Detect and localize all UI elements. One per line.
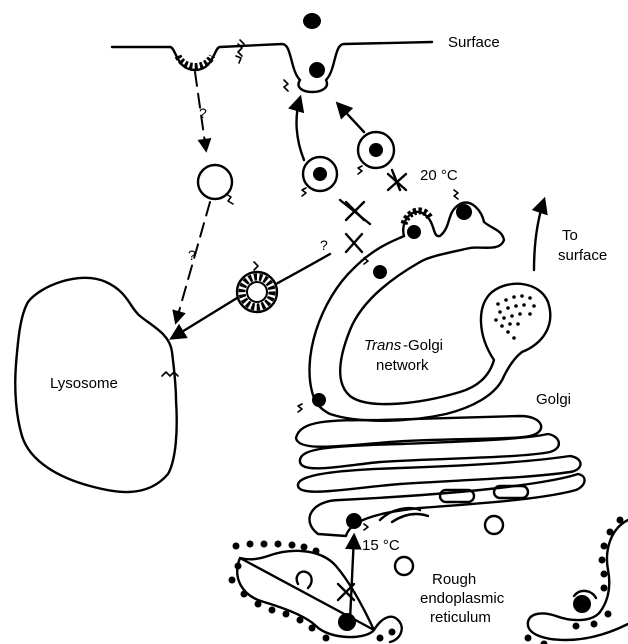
arrow-vesicle-right-up — [338, 104, 364, 132]
x-mark-left — [346, 202, 364, 220]
golgi-label: Golgi — [536, 391, 571, 408]
temp-15c-label: 15 °C — [362, 537, 400, 554]
question-mark-1: ? — [199, 105, 207, 121]
surface-label: Surface — [448, 34, 500, 51]
tgn-label-line2: network — [376, 357, 429, 374]
endocytic-pathway: ? ? — [176, 72, 233, 322]
trans-golgi-network — [298, 190, 550, 421]
rer-label-1: Rough — [432, 571, 476, 588]
x-mark-20c — [388, 174, 406, 190]
rough-er-right — [525, 517, 628, 644]
to-surface-label-2: surface — [558, 247, 607, 264]
coated-vesicle — [237, 262, 277, 312]
golgi-stack — [296, 416, 585, 575]
er-exit-receptor — [346, 513, 362, 529]
secretory-vesicle-right — [358, 132, 394, 174]
arrow-to-lysosome — [172, 298, 237, 338]
tgn-label-prefix: Trans — [364, 337, 402, 354]
lysosome-label: Lysosome — [50, 375, 118, 392]
path-tgn-to-coated-vesicle — [276, 254, 330, 284]
arrow-er-to-golgi — [350, 536, 354, 620]
rer-label-3: reticulum — [430, 609, 491, 626]
secretory-vesicle-left — [302, 157, 337, 196]
question-mark-3: ? — [320, 237, 328, 253]
arrow-vesicle-left-up — [297, 98, 304, 160]
plasma-membrane — [112, 13, 432, 92]
temp-20c-label: 20 °C — [420, 167, 458, 184]
tgn-label-suffix: -Golgi — [403, 337, 443, 354]
question-mark-2: ? — [188, 247, 196, 263]
rer-label-2: endoplasmic — [420, 590, 505, 607]
x-mark-lysosomal — [346, 234, 362, 252]
rough-er-left — [229, 541, 402, 643]
arrow-to-surface — [534, 200, 544, 270]
to-surface-label-1: To — [562, 227, 578, 244]
